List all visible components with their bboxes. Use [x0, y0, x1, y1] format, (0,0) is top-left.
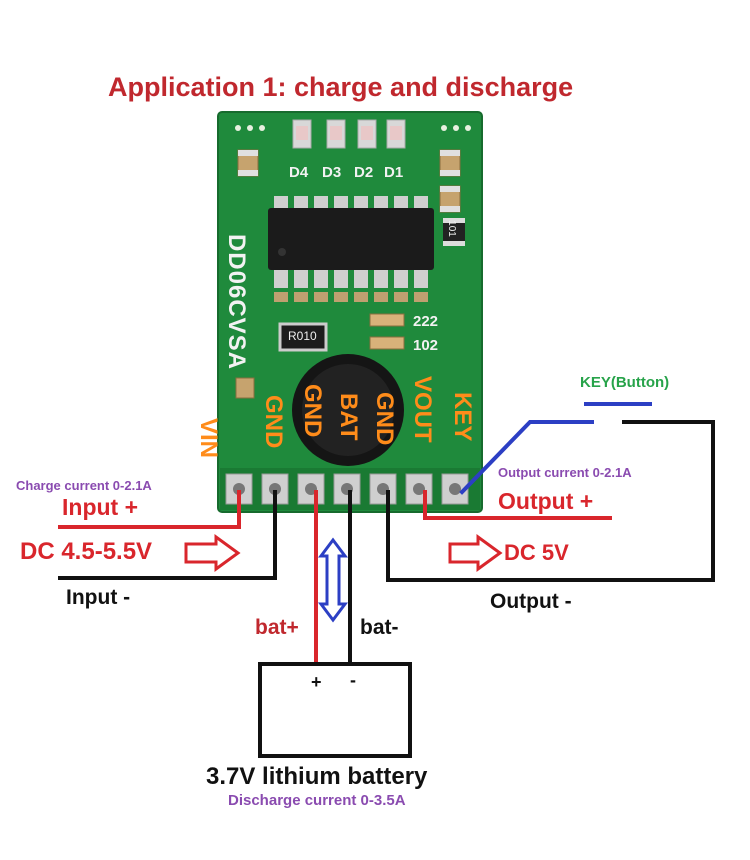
pin-label-vin: VIN — [195, 418, 222, 459]
bat-minus-label: bat- — [360, 616, 399, 639]
key-button-label: KEY(Button) — [580, 374, 670, 391]
output-minus-label: Output - — [490, 590, 572, 613]
output-minus-wire — [386, 420, 715, 582]
pin-label-bat: BAT — [335, 393, 362, 441]
right-arrow-icon — [448, 534, 503, 572]
pin-label-key: KEY — [449, 392, 476, 442]
resistor-label: R010 — [288, 329, 317, 343]
input-plus-label: Input + — [62, 494, 139, 520]
pin-label-gnd-1: GND — [260, 395, 287, 449]
right-arrow-icon — [184, 534, 241, 572]
led-label-d2: D2 — [354, 164, 374, 181]
output-plus-wire — [423, 490, 612, 520]
bat-plus-label: bat+ — [255, 616, 299, 639]
board-model: DD06CVSA — [223, 233, 251, 371]
battery-box — [258, 662, 412, 758]
led-label-d3: D3 — [322, 164, 342, 181]
wires — [58, 402, 715, 666]
discharge-current-label: Discharge current 0-3.5A — [228, 792, 406, 809]
input-plus-wire — [58, 490, 241, 529]
smd-label: 101 — [445, 220, 457, 237]
output-plus-label: Output + — [498, 488, 594, 514]
led-label-d4: D4 — [289, 164, 309, 181]
battery-plus-sign: + — [311, 672, 322, 692]
dc-input-label: DC 4.5-5.5V — [20, 538, 153, 565]
pin-label-gnd-3: GND — [371, 392, 398, 446]
double-arrow-icon — [318, 537, 348, 623]
charge-current-label: Charge current 0-2.1A — [16, 478, 152, 493]
dc-output-label: DC 5V — [504, 540, 569, 565]
battery-minus-sign: - — [350, 670, 356, 690]
input-minus-label: Input - — [66, 586, 131, 609]
pcb-board — [217, 111, 483, 513]
cap-label-102: 102 — [413, 337, 439, 354]
pin-label-vout: VOUT — [409, 376, 436, 443]
pin-label-gnd-2: GND — [299, 384, 326, 438]
page-title: Application 1: charge and discharge — [108, 72, 574, 102]
led-label-d1: D1 — [384, 164, 404, 181]
battery-label: 3.7V lithium battery — [206, 763, 428, 790]
key-wire — [459, 420, 594, 495]
cap-label-222: 222 — [413, 313, 439, 330]
led-row — [292, 119, 406, 149]
output-current-label: Output current 0-2.1A — [498, 465, 632, 480]
ic-chip — [268, 196, 434, 288]
input-minus-wire — [58, 490, 277, 580]
